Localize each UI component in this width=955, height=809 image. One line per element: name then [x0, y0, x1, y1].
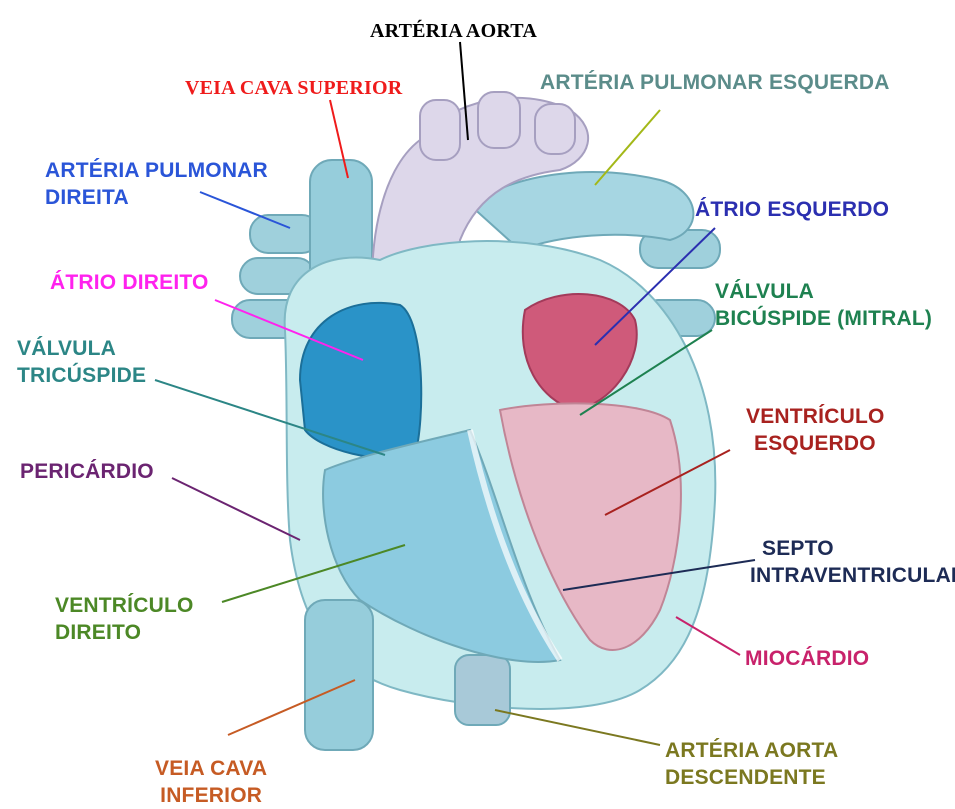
inferior-vena-cava-shape [305, 600, 373, 750]
label-atrio-esquerdo-text: ÁTRIO ESQUERDO [695, 196, 889, 223]
label-ventriculo-esquerdo: VENTRÍCULO ESQUERDO [746, 403, 885, 457]
label-pericardio: PERICÁRDIO [20, 458, 154, 485]
label-veia-cava-superior-text: VEIA CAVA SUPERIOR [185, 75, 402, 102]
label-arteria-aorta-descendente: ARTÉRIA AORTA DESCENDENTE [665, 737, 838, 791]
label-valvula-bicuspide-line2: BICÚSPIDE (MITRAL) [715, 305, 932, 332]
descending-aorta-shape [455, 655, 510, 725]
label-ventriculo-direito-line1: VENTRÍCULO [55, 592, 194, 619]
label-septo-line1: SEPTO [750, 535, 955, 562]
label-arteria-aorta-descendente-line2: DESCENDENTE [665, 764, 838, 791]
label-arteria-aorta-text: ARTÉRIA AORTA [370, 18, 537, 45]
label-arteria-pulmonar-esquerda: ARTÉRIA PULMONAR ESQUERDA [540, 69, 890, 96]
label-valvula-bicuspide: VÁLVULA BICÚSPIDE (MITRAL) [715, 278, 932, 332]
label-arteria-aorta-descendente-line1: ARTÉRIA AORTA [665, 737, 838, 764]
label-arteria-pulmonar-esquerda-text: ARTÉRIA PULMONAR ESQUERDA [540, 69, 890, 96]
label-miocardio-text: MIOCÁRDIO [745, 645, 869, 672]
label-valvula-tricuspide: VÁLVULA TRICÚSPIDE [17, 335, 146, 389]
label-veia-cava-inferior-line2: INFERIOR [155, 782, 267, 809]
label-atrio-direito-text: ÁTRIO DIREITO [50, 269, 209, 296]
aorta-branch-3 [535, 104, 575, 154]
label-septo-line2: INTRAVENTRICULAR [750, 562, 955, 589]
label-septo: SEPTO INTRAVENTRICULAR [750, 535, 955, 589]
label-arteria-aorta: ARTÉRIA AORTA [370, 18, 537, 45]
label-veia-cava-superior: VEIA CAVA SUPERIOR [185, 75, 402, 102]
label-pericardio-text: PERICÁRDIO [20, 458, 154, 485]
label-ventriculo-direito-line2: DIREITO [55, 619, 194, 646]
label-ventriculo-esquerdo-line2: ESQUERDO [746, 430, 885, 457]
label-atrio-esquerdo: ÁTRIO ESQUERDO [695, 196, 889, 223]
label-ventriculo-direito: VENTRÍCULO DIREITO [55, 592, 194, 646]
aorta-branch-1 [420, 100, 460, 160]
line-pericardio [172, 478, 300, 540]
label-ventriculo-esquerdo-line1: VENTRÍCULO [746, 403, 885, 430]
label-veia-cava-inferior: VEIA CAVA INFERIOR [155, 755, 267, 809]
label-valvula-tricuspide-line1: VÁLVULA [17, 335, 146, 362]
label-arteria-pulmonar-direita: ARTÉRIA PULMONAR DIREITA [45, 157, 268, 211]
label-miocardio: MIOCÁRDIO [745, 645, 869, 672]
label-valvula-tricuspide-line2: TRICÚSPIDE [17, 362, 146, 389]
label-arteria-pulmonar-direita-line2: DIREITA [45, 184, 268, 211]
label-atrio-direito: ÁTRIO DIREITO [50, 269, 209, 296]
label-valvula-bicuspide-line1: VÁLVULA [715, 278, 932, 305]
right-atrium-shape [300, 303, 421, 458]
label-arteria-pulmonar-direita-line1: ARTÉRIA PULMONAR [45, 157, 268, 184]
line-arteria-aorta-descendente [495, 710, 660, 745]
label-veia-cava-inferior-line1: VEIA CAVA [155, 755, 267, 782]
aorta-branch-2 [478, 92, 520, 148]
